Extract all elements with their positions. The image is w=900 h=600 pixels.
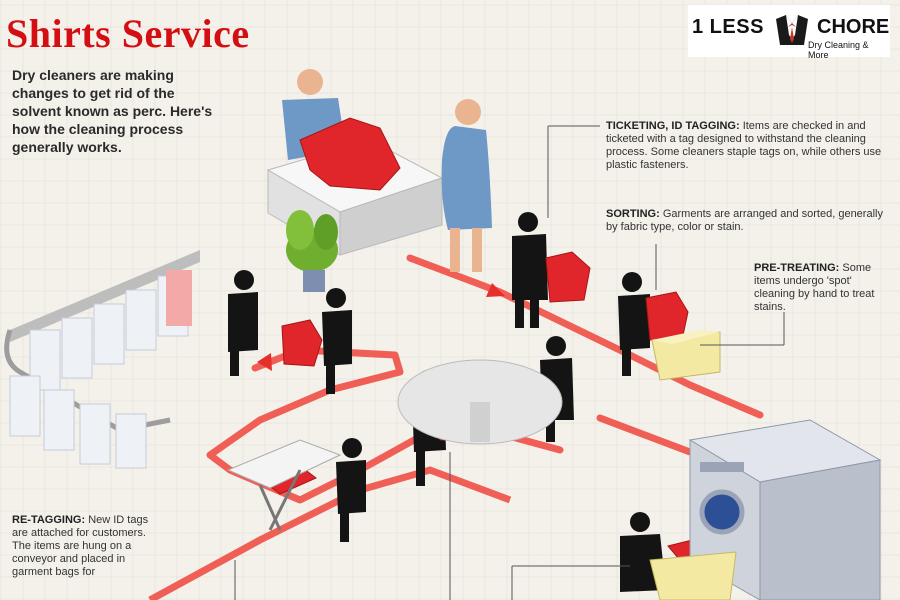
step-text: Some items undergo 'spot' cleaning by ha… [754,262,875,313]
tuxedo-shirt-icon [776,15,808,45]
pretreat-tub [651,330,721,381]
garment-rack [4,250,200,469]
potted-plant [286,210,338,292]
page-title: Shirts Service [6,11,250,56]
path-arrow [257,353,272,371]
step-heading: RE-TAGGING: [12,514,86,526]
step-heading: TICKETING, ID TAGGING: [606,120,740,132]
laundry-basket [649,551,737,600]
step-ticketing: TICKETING, ID TAGGING: Items are checked… [606,120,882,172]
pressing-station [226,439,342,531]
step-heading: PRE-TREATING: [754,262,840,274]
step-text: Garments are arranged and sorted, genera… [606,208,883,233]
step-heading: SORTING: [606,208,660,220]
garment-on-counter [299,117,401,191]
step-text: Items are checked in and ticketed with a… [606,120,882,171]
sorting-table [397,359,563,445]
logo-text-right: CHORE [817,16,890,38]
intro-text: Dry cleaners are making changes to get r… [12,67,213,155]
step-retagging: RE-TAGGING: New ID tags are attached for… [12,514,162,579]
brand-logo[interactable]: 1 LESS CHORE Dry Cleaning & More [688,5,890,60]
customer-figure [441,99,492,272]
step-pretreating: PRE-TREATING: Some items undergo 'spot' … [754,262,882,314]
path-arrow [486,283,505,297]
logo-text-left: 1 LESS [692,16,764,38]
logo-tagline: Dry Cleaning & More [808,40,869,60]
step-text: New ID tags are attached for customers. … [12,514,149,578]
step-sorting: SORTING: Garments are arranged and sorte… [606,208,884,234]
